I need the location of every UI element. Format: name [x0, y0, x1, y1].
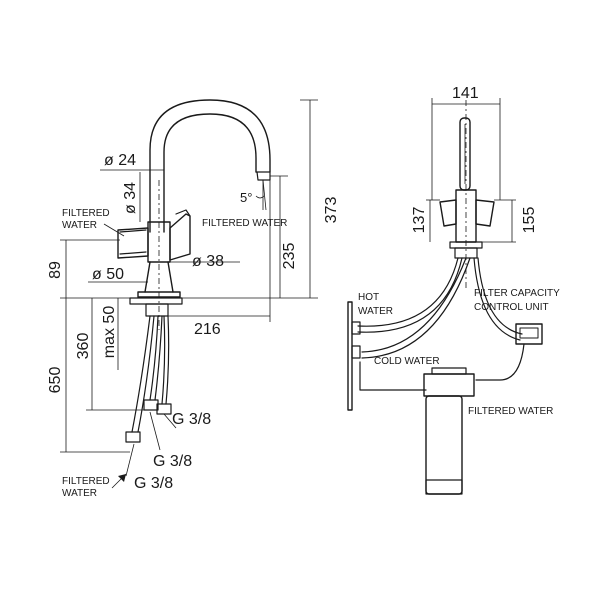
dim-235-label: 235 — [281, 243, 298, 270]
cold-valve — [351, 345, 361, 359]
fitting-1 — [125, 431, 141, 443]
filter-capacity-line2: CONTROL UNIT — [474, 302, 549, 313]
hot-valve — [351, 321, 361, 335]
filtered-top-leader — [103, 223, 125, 237]
filter-to-unit — [475, 343, 525, 381]
g2-leader — [149, 411, 161, 451]
dim-155-label: 155 — [521, 207, 538, 234]
angle-label: 5° — [240, 190, 252, 205]
cold-pipe — [361, 257, 471, 359]
dim-d38-label: ø 38 — [192, 253, 224, 270]
control-unit-display — [519, 327, 539, 339]
filtered-water-top-line1: FILTERED — [62, 208, 110, 219]
hose-middle — [149, 315, 163, 401]
g2-label: G 3/8 — [153, 453, 192, 470]
spout-outer — [149, 99, 271, 233]
g3-label: G 3/8 — [134, 475, 173, 492]
hot-water-line2: WATER — [358, 306, 393, 317]
filtered-water-bottom-line1: FILTERED — [62, 476, 110, 487]
filter-head-top — [431, 367, 467, 375]
filtered-water-bottom-line2: WATER — [62, 488, 97, 499]
faucet-neck — [144, 261, 174, 293]
g3-leader — [125, 443, 135, 477]
hose-left — [131, 315, 155, 433]
dim-137-label: 137 — [411, 207, 428, 234]
dim-89-label: 89 — [47, 261, 64, 279]
dim-216-label: 216 — [194, 321, 221, 338]
counter-plate — [129, 297, 183, 305]
filter-cap — [425, 479, 463, 495]
fitting-3 — [156, 403, 172, 415]
front-left-handle — [439, 199, 457, 227]
g1-leader — [163, 413, 177, 429]
hot-water-line1: HOT — [358, 292, 379, 303]
dim-650-label: 650 — [47, 367, 64, 394]
front-view: 141 137 155 HOT WATER — [347, 85, 560, 495]
dim-d50-label: ø 50 — [92, 266, 124, 283]
dim-360-label: 360 — [75, 333, 92, 360]
hose-right — [161, 315, 170, 405]
filter-head — [423, 373, 475, 397]
angle-arc — [255, 195, 265, 199]
filtered-bottom-arrowhead — [118, 474, 126, 482]
fitting-2 — [143, 399, 159, 411]
spout-inner — [163, 113, 257, 233]
dim-d34-label: ø 34 — [122, 182, 139, 214]
dim-373-label: 373 — [323, 197, 340, 224]
side-view: 373 235 216 5° ø 24 ø 34 ø 38 ø 50 89 — [47, 99, 340, 499]
cold-to-filter — [359, 361, 427, 391]
filter-cartridge — [425, 395, 463, 495]
left-handle-detail — [119, 229, 147, 255]
control-unit — [515, 323, 543, 345]
filtered-water-spout-label: FILTERED WATER — [202, 218, 287, 229]
right-handle-top — [175, 209, 191, 217]
dim-max50-label: max 50 — [101, 306, 118, 359]
filtered-water-top-line2: WATER — [62, 220, 97, 231]
g1-label: G 3/8 — [172, 411, 211, 428]
front-right-handle — [475, 199, 495, 227]
dim-d24-label: ø 24 — [104, 152, 136, 169]
left-handle — [117, 227, 149, 259]
spout-tip — [255, 171, 271, 181]
dim-141-label: 141 — [452, 85, 479, 102]
right-handle — [169, 213, 191, 261]
mount-nut — [145, 303, 169, 317]
angle-line — [262, 179, 267, 211]
filtered-pipe — [473, 257, 523, 341]
filter-capacity-line1: FILTER CAPACITY — [474, 288, 560, 299]
hot-pipe — [357, 257, 463, 333]
cold-water-label: COLD WATER — [374, 356, 440, 367]
filtered-water-label: FILTERED WATER — [468, 406, 553, 417]
